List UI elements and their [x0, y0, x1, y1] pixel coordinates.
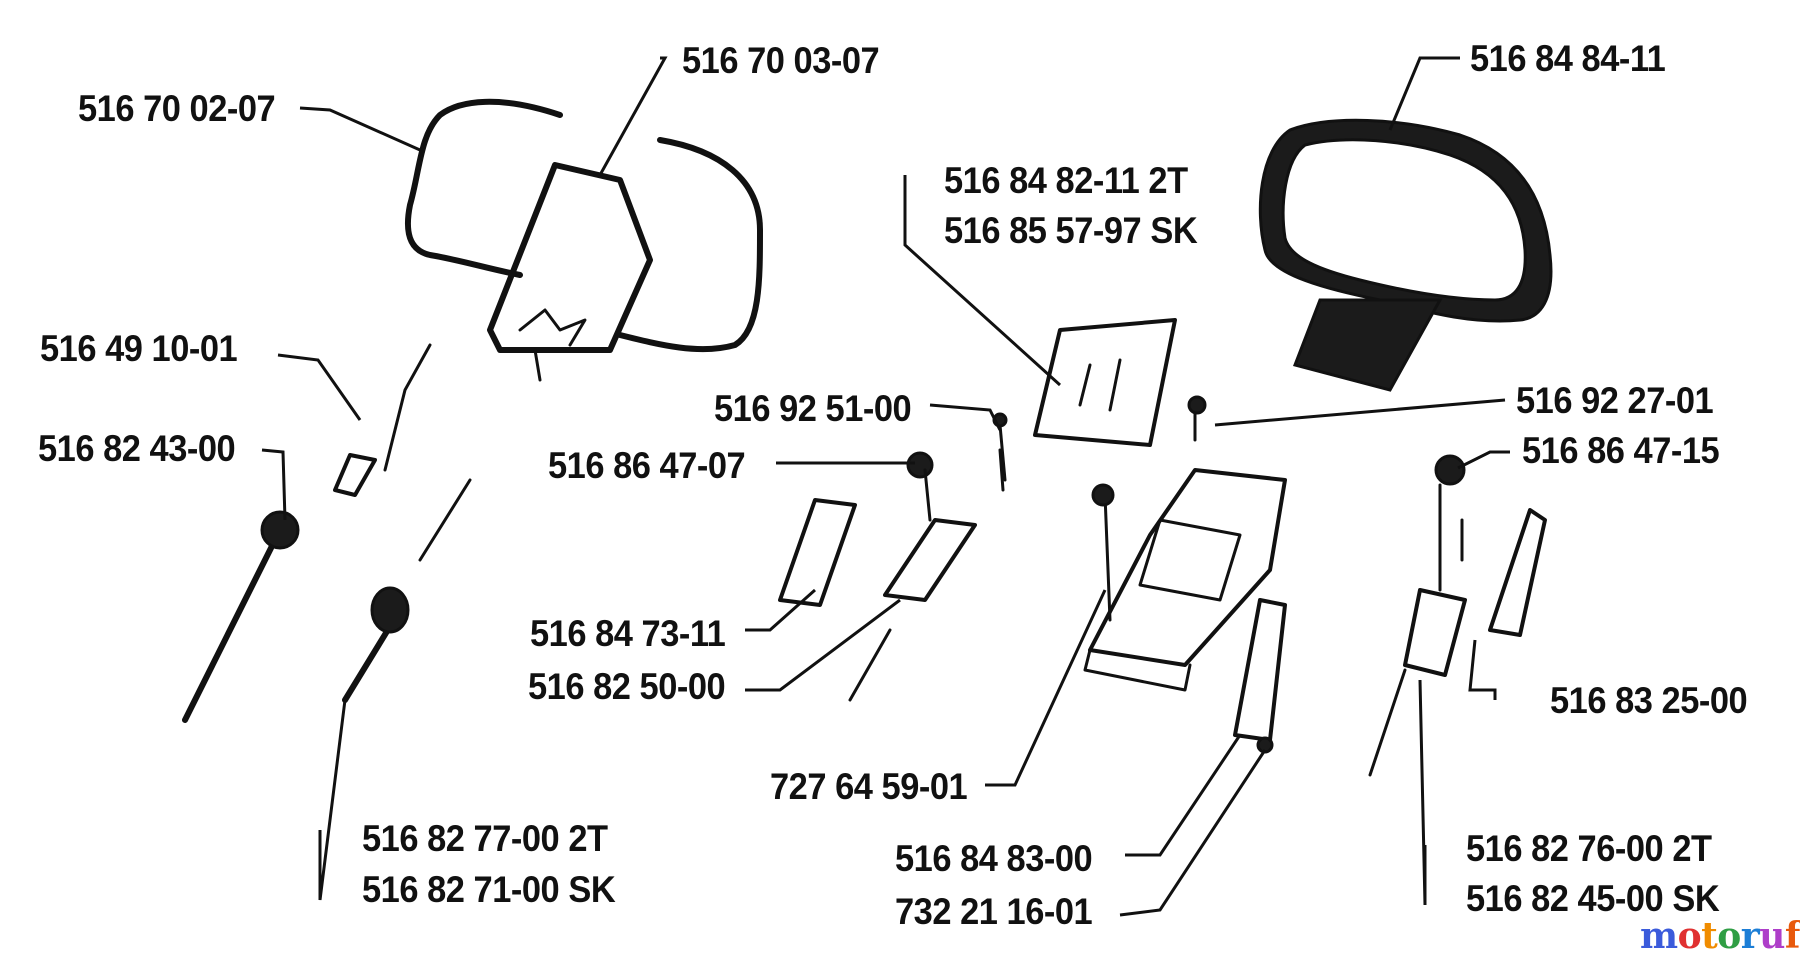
- middle-parts-drawing: [778, 448, 1005, 702]
- part-label-516848211[interactable]: 516 84 82-11 2T: [944, 160, 1188, 201]
- handle-bar-drawing: [404, 98, 763, 353]
- part-label-516700307[interactable]: 516 70 03-07: [682, 40, 880, 81]
- part-label-516847311[interactable]: 516 84 73-11: [530, 613, 726, 654]
- watermark-letter: o: [1677, 915, 1702, 957]
- part-label-516824500[interactable]: 516 82 45-00 SK: [1466, 878, 1720, 919]
- left-cable-drawings: [182, 343, 472, 723]
- part-label-516925100[interactable]: 516 92 51-00: [714, 388, 912, 429]
- part-label-516922701[interactable]: 516 92 27-01: [1516, 380, 1714, 421]
- motoruf-watermark-logo: motoruf.de: [1640, 918, 1800, 954]
- lever-drawing: [1233, 598, 1287, 754]
- right-parts-drawing: [1368, 454, 1547, 777]
- part-label-516827700[interactable]: 516 82 77-00 2T: [362, 818, 608, 859]
- shroud-drawing: [1258, 118, 1553, 392]
- watermark-letter: u: [1759, 915, 1785, 957]
- watermark-letter: o: [1717, 915, 1741, 957]
- screw-drawings: [992, 395, 1207, 482]
- part-label-516824300[interactable]: 516 82 43-00: [38, 428, 236, 469]
- part-label-516491001[interactable]: 516 49 10-01: [40, 328, 238, 369]
- bracket-drawing: [1083, 468, 1287, 692]
- part-label-516825000[interactable]: 516 82 50-00: [528, 666, 726, 707]
- part-label-516848300[interactable]: 516 84 83-00: [895, 838, 1093, 879]
- part-label-732211601[interactable]: 732 21 16-01: [895, 891, 1093, 932]
- part-label-516864707[interactable]: 516 86 47-07: [548, 445, 746, 486]
- part-label-516832500[interactable]: 516 83 25-00: [1550, 680, 1748, 721]
- watermark-letter: t: [1701, 915, 1718, 957]
- part-label-516848411[interactable]: 516 84 84-11: [1470, 38, 1666, 79]
- part-label-516700207[interactable]: 516 70 02-07: [78, 88, 276, 129]
- cable-plate-drawing: [1033, 318, 1177, 447]
- part-label-516827100[interactable]: 516 82 71-00 SK: [362, 869, 616, 910]
- part-label-727645901[interactable]: 727 64 59-01: [770, 766, 968, 807]
- watermark-letter: f: [1784, 915, 1800, 957]
- handle-frame-drawing: [487, 162, 653, 382]
- part-label-516855797[interactable]: 516 85 57-97 SK: [944, 210, 1198, 251]
- watermark-letter: m: [1640, 915, 1678, 957]
- leader-lines: [261, 56, 1510, 917]
- watermark-letter: r: [1740, 915, 1760, 957]
- part-label-516864715[interactable]: 516 86 47-15: [1522, 430, 1720, 471]
- part-label-516827600[interactable]: 516 82 76-00 2T: [1466, 828, 1712, 869]
